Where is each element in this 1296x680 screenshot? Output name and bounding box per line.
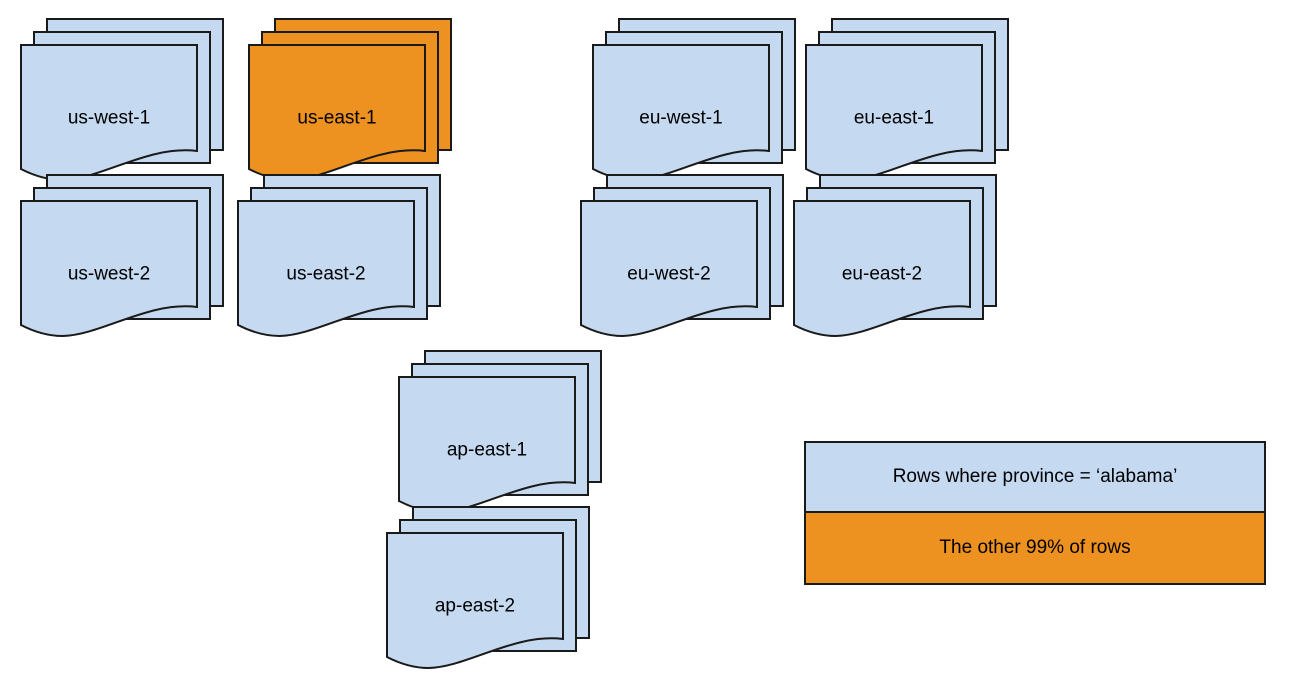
legend-row-orange: The other 99% of rows — [806, 513, 1264, 583]
legend-label: Rows where province = ‘alabama’ — [892, 466, 1178, 487]
legend-label: The other 99% of rows — [939, 537, 1131, 558]
region-stack-us-east-1[interactable]: us-east-1 — [248, 18, 452, 182]
region-stack-ap-east-1[interactable]: ap-east-1 — [398, 350, 602, 514]
region-stack-eu-east-2[interactable]: eu-east-2 — [793, 174, 997, 338]
region-stack-us-west-2[interactable]: us-west-2 — [20, 174, 224, 338]
document-front — [237, 200, 415, 338]
region-stack-us-west-1[interactable]: us-west-1 — [20, 18, 224, 182]
document-front — [386, 532, 564, 670]
region-stack-eu-east-1[interactable]: eu-east-1 — [805, 18, 1009, 182]
document-front — [793, 200, 971, 338]
document-front — [20, 200, 198, 338]
region-stack-ap-east-2[interactable]: ap-east-2 — [386, 506, 590, 670]
region-stack-us-east-2[interactable]: us-east-2 — [237, 174, 441, 338]
document-front — [580, 200, 758, 338]
region-stack-eu-west-1[interactable]: eu-west-1 — [592, 18, 796, 182]
legend-row-blue: Rows where province = ‘alabama’ — [806, 443, 1264, 513]
legend: Rows where province = ‘alabama’ The other… — [804, 441, 1266, 585]
region-stack-eu-west-2[interactable]: eu-west-2 — [580, 174, 784, 338]
